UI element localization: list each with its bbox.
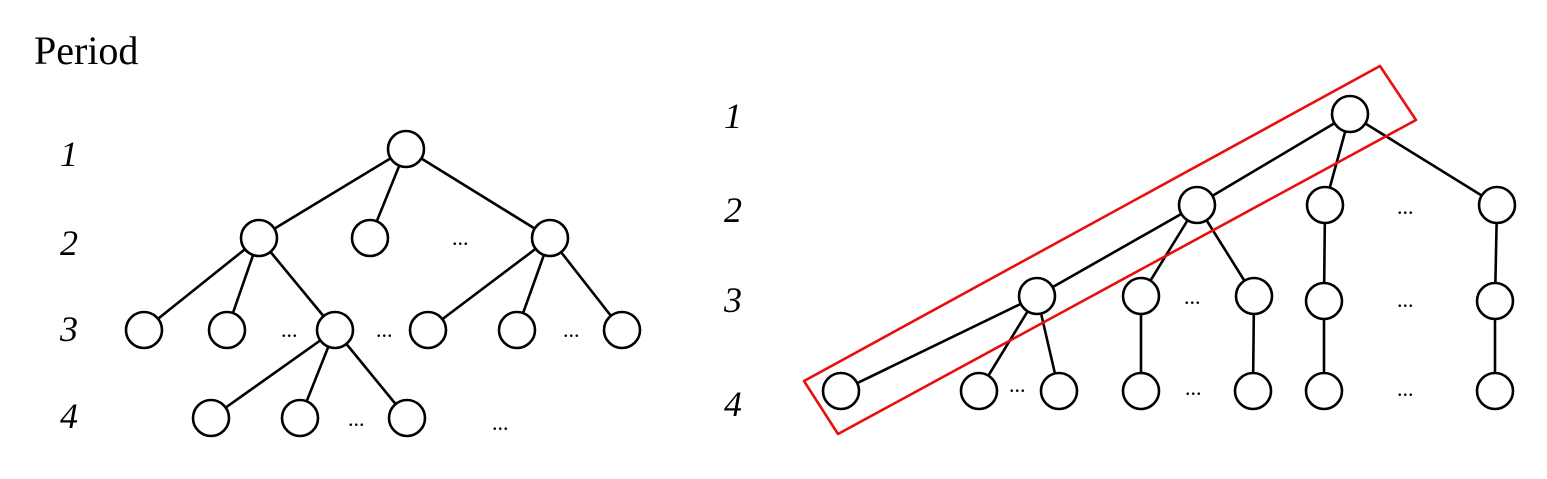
tree-node bbox=[1305, 185, 1345, 225]
tree-edge bbox=[1196, 112, 1351, 207]
tree-edge bbox=[427, 236, 551, 332]
tree-node bbox=[1304, 371, 1344, 411]
right-period-label-4: 4 bbox=[724, 384, 742, 424]
ellipsis: ... bbox=[563, 317, 580, 342]
tree-node bbox=[315, 310, 355, 350]
tree-node bbox=[1121, 371, 1161, 411]
right-tree: 1 2 3 4 bbox=[723, 64, 1517, 436]
tree-edge bbox=[1036, 203, 1198, 298]
tree-node bbox=[1330, 94, 1370, 134]
tree-node bbox=[387, 398, 427, 438]
tree-node bbox=[408, 310, 448, 350]
tree-node bbox=[602, 310, 642, 350]
right-period-label-1: 1 bbox=[724, 96, 742, 136]
highlighted-path-outline bbox=[802, 64, 1418, 436]
ellipsis: ... bbox=[1184, 284, 1201, 309]
tree-node bbox=[1475, 281, 1515, 321]
tree-node bbox=[191, 398, 231, 438]
tree-edge bbox=[548, 237, 624, 331]
ellipsis: ... bbox=[1397, 376, 1414, 401]
ellipsis: ... bbox=[1397, 287, 1414, 312]
left-tree: 1 2 3 4 bbox=[59, 129, 642, 438]
tree-node bbox=[1304, 281, 1344, 321]
left-period-label-2: 2 bbox=[60, 223, 78, 263]
tree-node bbox=[1477, 185, 1517, 225]
tree-node bbox=[280, 398, 320, 438]
ellipsis: ... bbox=[281, 317, 298, 342]
tree-edge bbox=[258, 147, 407, 240]
ellipsis: ... bbox=[376, 317, 393, 342]
tree-node bbox=[124, 310, 164, 350]
tree-node bbox=[1017, 276, 1057, 316]
tree-edge bbox=[210, 328, 336, 420]
tree-node bbox=[530, 218, 570, 258]
tree-edge bbox=[405, 147, 551, 240]
left-tree-nodes bbox=[124, 129, 642, 438]
tree-node bbox=[1233, 371, 1273, 411]
ellipsis: ... bbox=[452, 225, 469, 250]
right-tree-nodes bbox=[821, 94, 1517, 411]
tree-node bbox=[1039, 371, 1079, 411]
ellipsis: ... bbox=[1397, 194, 1414, 219]
tree-node bbox=[1475, 371, 1515, 411]
right-period-label-2: 2 bbox=[724, 190, 742, 230]
tree-edge bbox=[143, 236, 260, 332]
tree-node bbox=[821, 371, 861, 411]
right-period-label-3: 3 bbox=[723, 280, 742, 320]
tree-node bbox=[1121, 276, 1161, 316]
tree-node bbox=[350, 218, 390, 258]
tree-node bbox=[386, 129, 426, 169]
ellipsis: ... bbox=[492, 410, 509, 435]
right-tree-ellipses: ... ... ... ... ... ... bbox=[1009, 194, 1414, 401]
left-tree-ellipses: ... ... ... ... ... ... bbox=[281, 225, 580, 435]
tree-edge bbox=[1349, 112, 1498, 207]
tree-node bbox=[207, 310, 247, 350]
tree-node bbox=[1234, 276, 1274, 316]
ellipsis: ... bbox=[348, 406, 365, 431]
tree-edge bbox=[840, 294, 1038, 393]
diagram-title: Period bbox=[34, 28, 138, 73]
tree-node bbox=[959, 371, 999, 411]
left-period-label-4: 4 bbox=[60, 396, 78, 436]
left-tree-edges bbox=[143, 147, 624, 420]
left-period-label-1: 1 bbox=[60, 134, 78, 174]
right-tree-edges bbox=[840, 112, 1499, 393]
ellipsis: ... bbox=[1185, 375, 1202, 400]
left-period-label-3: 3 bbox=[59, 309, 78, 349]
tree-node bbox=[239, 218, 279, 258]
tree-node bbox=[497, 310, 537, 350]
ellipsis: ... bbox=[1009, 372, 1026, 397]
tree-edge bbox=[257, 237, 337, 331]
tree-node bbox=[1177, 185, 1217, 225]
